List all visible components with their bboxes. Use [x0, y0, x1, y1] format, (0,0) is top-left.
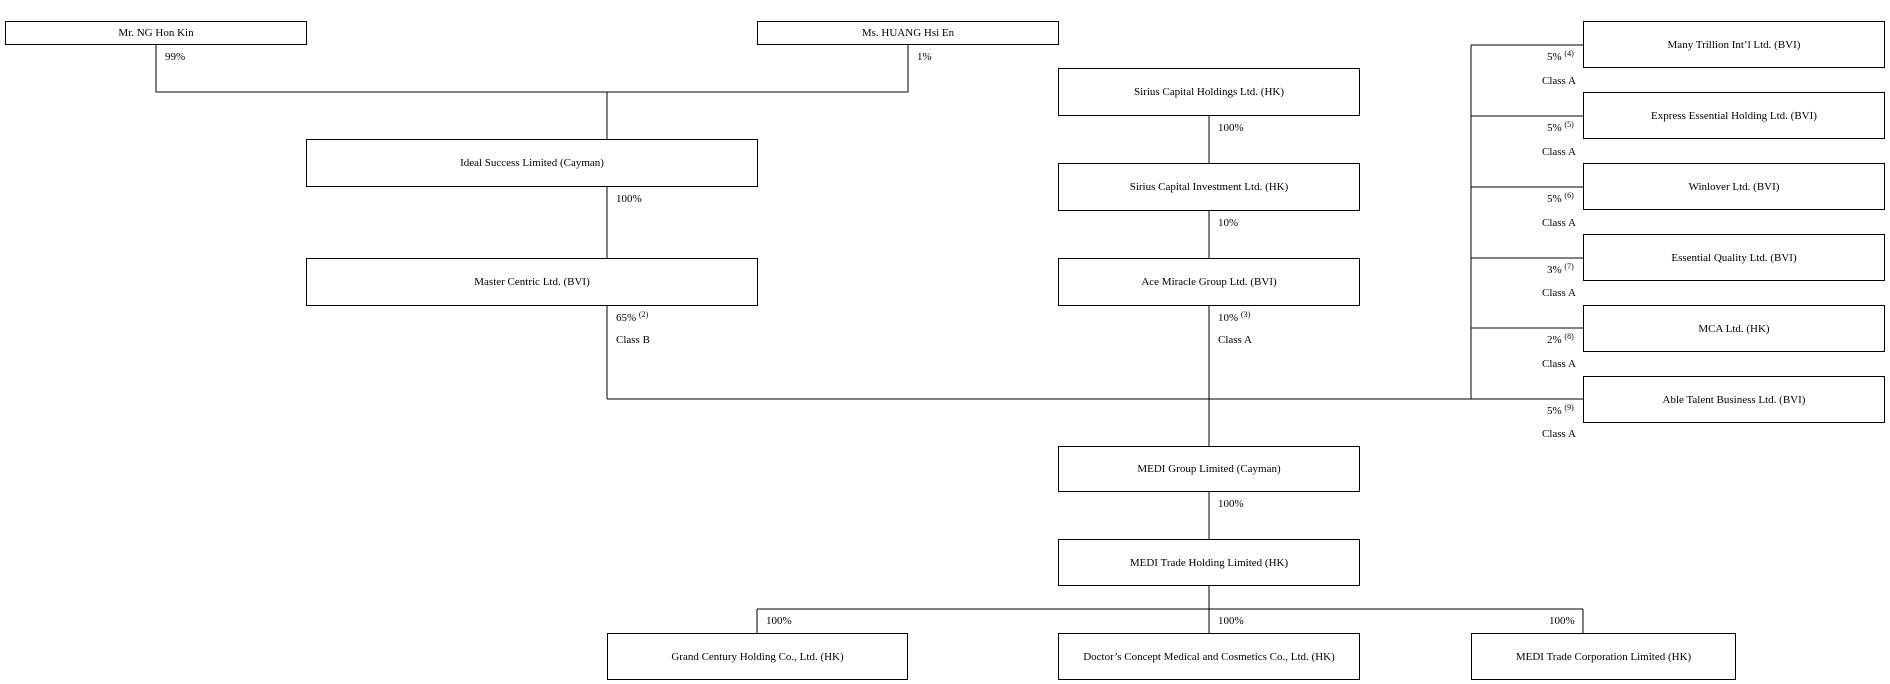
entity-label: MCA Ltd. (HK): [1698, 322, 1770, 335]
entity-label: Grand Century Holding Co., Ltd. (HK): [671, 650, 844, 663]
stake-medi-group-trade: 100%: [1218, 498, 1244, 511]
footnote-ref: (9): [1564, 403, 1574, 412]
stake-percent: 100%: [616, 193, 642, 205]
stake-si-ace: 10%: [1218, 217, 1238, 230]
entity-express-essential: Express Essential Holding Ltd. (BVI): [1583, 92, 1885, 139]
entity-winlover: Winlover Ltd. (BVI): [1583, 163, 1885, 210]
share-class: Class A: [1542, 287, 1576, 299]
entity-many-trillion: Many Trillion Int’l Ltd. (BVI): [1583, 21, 1885, 68]
footnote-ref: (5): [1564, 120, 1574, 129]
entity-medi-trade-holding: MEDI Trade Holding Limited (HK): [1058, 539, 1360, 586]
entity-label: Winlover Ltd. (BVI): [1688, 180, 1780, 193]
entity-label: Ideal Success Limited (Cayman): [460, 157, 604, 169]
entity-master-centric: Master Centric Ltd. (BVI): [306, 258, 758, 306]
share-class: Class A: [1542, 358, 1576, 370]
stake-class-ace-medi: Class A: [1218, 334, 1252, 347]
stake-grand-century: 100%: [766, 615, 792, 628]
stake-huang-ideal: 1%: [917, 51, 932, 64]
stake-ideal-master: 100%: [616, 193, 642, 206]
entity-label: Essential Quality Ltd. (BVI): [1671, 251, 1797, 264]
entity-label: MEDI Trade Corporation Limited (HK): [1515, 650, 1692, 663]
stake-class-mca: Class A: [1542, 358, 1576, 371]
stake-percent: 5%: [1547, 122, 1562, 134]
entity-essential-quality: Essential Quality Ltd. (BVI): [1583, 234, 1885, 281]
share-class: Class A: [1542, 428, 1576, 440]
stake-class-able: Class A: [1542, 428, 1576, 441]
entity-label: Sirius Capital Holdings Ltd. (HK): [1133, 86, 1285, 98]
share-class: Class B: [616, 334, 650, 346]
stake-percent: 5%: [1547, 405, 1562, 417]
entity-label: Doctor’s Concept Medical and Cosmetics C…: [1083, 650, 1335, 663]
footnote-ref: (4): [1564, 49, 1574, 58]
stake-percent: 3%: [1547, 264, 1562, 276]
stake-essential: 3% (7): [1547, 262, 1574, 277]
stake-sh-si: 100%: [1218, 122, 1244, 135]
stake-percent: 100%: [1218, 498, 1244, 510]
stake-mca: 2% (8): [1547, 332, 1574, 347]
stake-express: 5% (5): [1547, 120, 1574, 135]
stake-medi-trade-corp: 100%: [1549, 615, 1575, 628]
stake-class-essential: Class A: [1542, 287, 1576, 300]
entity-sirius-capital-holdings: Sirius Capital Holdings Ltd. (HK): [1058, 68, 1360, 116]
share-class: Class A: [1542, 146, 1576, 158]
entity-ng-hon-kin: Mr. NG Hon Kin: [5, 21, 307, 45]
footnote-ref: (2): [638, 310, 649, 319]
entity-ace-miracle: Ace Miracle Group Ltd. (BVI): [1058, 258, 1360, 306]
entity-label: Master Centric Ltd. (BVI): [474, 276, 590, 288]
entity-huang-hsi-en: Ms. HUANG Hsi En: [757, 21, 1059, 45]
stake-percent: 10%: [1218, 217, 1239, 229]
entity-label: Ace Miracle Group Ltd. (BVI): [1141, 276, 1277, 288]
stake-percent: 65%: [616, 312, 637, 324]
stake-ace-medi: 10% (3): [1218, 310, 1251, 325]
entity-label: Mr. NG Hon Kin: [118, 27, 194, 39]
stake-percent: 10%: [1218, 312, 1239, 324]
footnote-ref: (3): [1240, 310, 1251, 319]
stake-percent: 2%: [1547, 334, 1562, 346]
entity-sirius-capital-investment: Sirius Capital Investment Ltd. (HK): [1058, 163, 1360, 211]
stake-class-master-medi: Class B: [616, 334, 650, 347]
stake-percent: 99%: [165, 51, 186, 63]
entity-ideal-success: Ideal Success Limited (Cayman): [306, 139, 758, 187]
stake-winlover: 5% (6): [1547, 191, 1574, 206]
stake-percent: 100%: [1218, 122, 1244, 134]
entity-mca: MCA Ltd. (HK): [1583, 305, 1885, 352]
footnote-ref: (8): [1564, 332, 1574, 341]
share-class: Class A: [1542, 75, 1576, 87]
stake-doctors-concept: 100%: [1218, 615, 1244, 628]
entity-medi-trade-corp: MEDI Trade Corporation Limited (HK): [1471, 633, 1736, 680]
stake-percent: 100%: [766, 615, 792, 627]
footnote-ref: (6): [1564, 191, 1574, 200]
stake-class-winlover: Class A: [1542, 217, 1576, 230]
entity-label: Ms. HUANG Hsi En: [861, 27, 955, 39]
entity-label: MEDI Group Limited (Cayman): [1137, 463, 1281, 475]
stake-able: 5% (9): [1547, 403, 1574, 418]
entity-medi-group: MEDI Group Limited (Cayman): [1058, 446, 1360, 492]
stake-percent: 5%: [1547, 51, 1562, 63]
stake-percent: 100%: [1218, 615, 1244, 627]
entity-label: Many Trillion Int’l Ltd. (BVI): [1667, 38, 1801, 51]
entity-label: Express Essential Holding Ltd. (BVI): [1651, 109, 1817, 122]
entity-doctors-concept: Doctor’s Concept Medical and Cosmetics C…: [1058, 633, 1360, 680]
footnote-ref: (7): [1564, 262, 1574, 271]
stake-master-medi: 65% (2): [616, 310, 649, 325]
stake-ng-ideal: 99%: [165, 51, 185, 64]
stake-many-trillion: 5% (4): [1547, 49, 1574, 64]
stake-percent: 5%: [1547, 193, 1562, 205]
entity-able-talent: Able Talent Business Ltd. (BVI): [1583, 376, 1885, 423]
stake-percent: 1%: [917, 51, 932, 63]
entity-label: Sirius Capital Investment Ltd. (HK): [1129, 181, 1289, 193]
entity-grand-century: Grand Century Holding Co., Ltd. (HK): [607, 633, 908, 680]
entity-label: Able Talent Business Ltd. (BVI): [1662, 393, 1806, 406]
stake-class-many-trillion: Class A: [1542, 75, 1576, 88]
entity-label: MEDI Trade Holding Limited (HK): [1129, 556, 1289, 569]
stake-class-express: Class A: [1542, 146, 1576, 159]
share-class: Class A: [1218, 334, 1252, 346]
share-class: Class A: [1542, 217, 1576, 229]
stake-percent: 100%: [1549, 615, 1575, 627]
